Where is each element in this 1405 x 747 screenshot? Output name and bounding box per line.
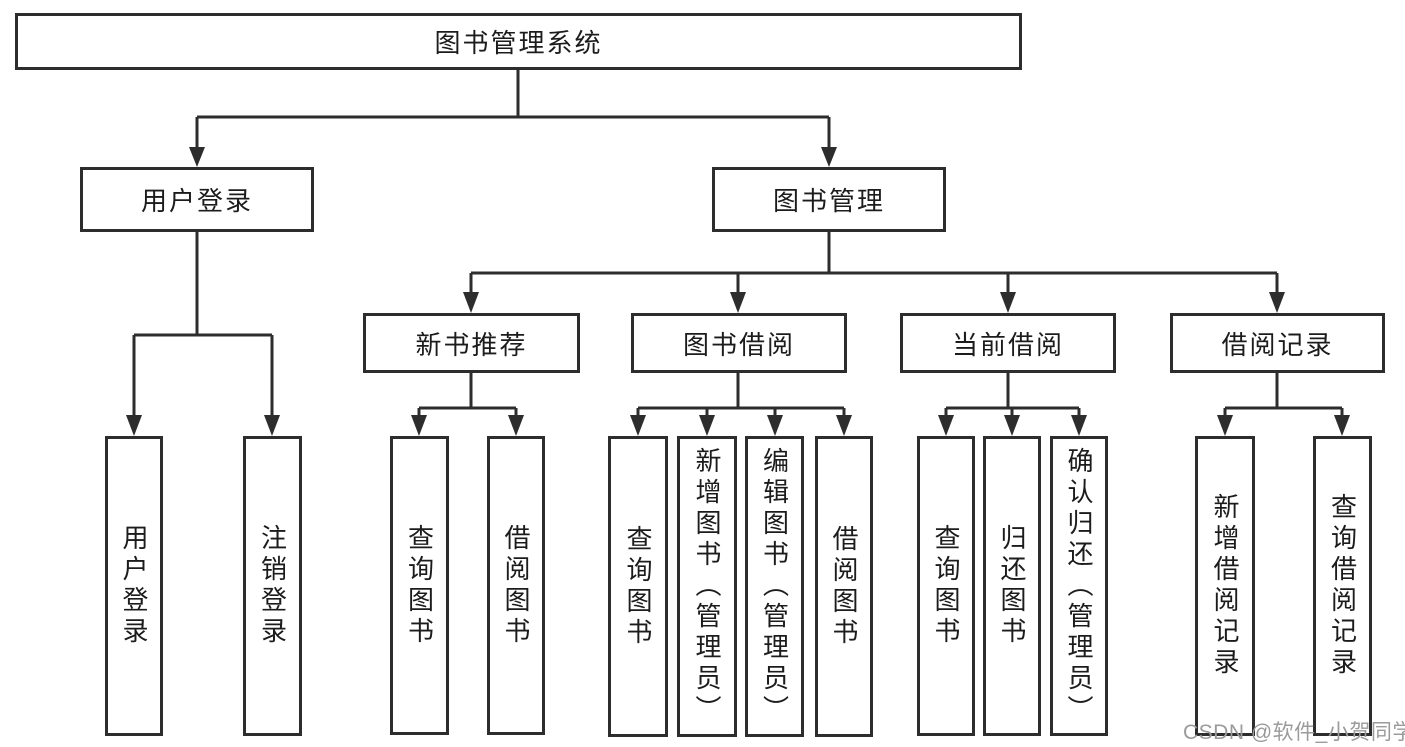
node-leaf-query-book-3: 查询图书 [917, 436, 975, 736]
node-current-borrow: 当前借阅 [900, 313, 1116, 373]
node-leaf-query-borrow-record: 查询借阅记录 [1313, 436, 1372, 736]
node-leaf-borrow-book-1: 借阅图书 [487, 436, 545, 735]
node-leaf-return-book: 归还图书 [983, 436, 1041, 736]
node-leaf-add-book-admin: 新增图书（管理员） [677, 436, 737, 737]
node-leaf-logout: 注销登录 [243, 436, 302, 736]
node-leaf-confirm-return-admin: 确认归还（管理员） [1050, 436, 1108, 736]
node-leaf-edit-book-admin: 编辑图书（管理员） [745, 436, 804, 737]
node-user-login: 用户登录 [80, 167, 314, 232]
csdn-watermark: CSDN @软件_小贺同学 [1183, 721, 1405, 744]
node-new-book-recommend: 新书推荐 [363, 313, 580, 373]
node-leaf-borrow-book-2: 借阅图书 [815, 436, 873, 737]
node-leaf-add-borrow-record: 新增借阅记录 [1195, 436, 1255, 736]
node-leaf-query-book-2: 查询图书 [608, 436, 668, 737]
node-book-borrow: 图书借阅 [631, 313, 847, 373]
node-leaf-query-book-1: 查询图书 [390, 436, 449, 735]
node-root-system: 图书管理系统 [15, 13, 1022, 70]
node-borrow-record: 借阅记录 [1170, 313, 1385, 373]
node-leaf-user-login: 用户登录 [105, 436, 163, 736]
node-book-management: 图书管理 [712, 167, 946, 232]
